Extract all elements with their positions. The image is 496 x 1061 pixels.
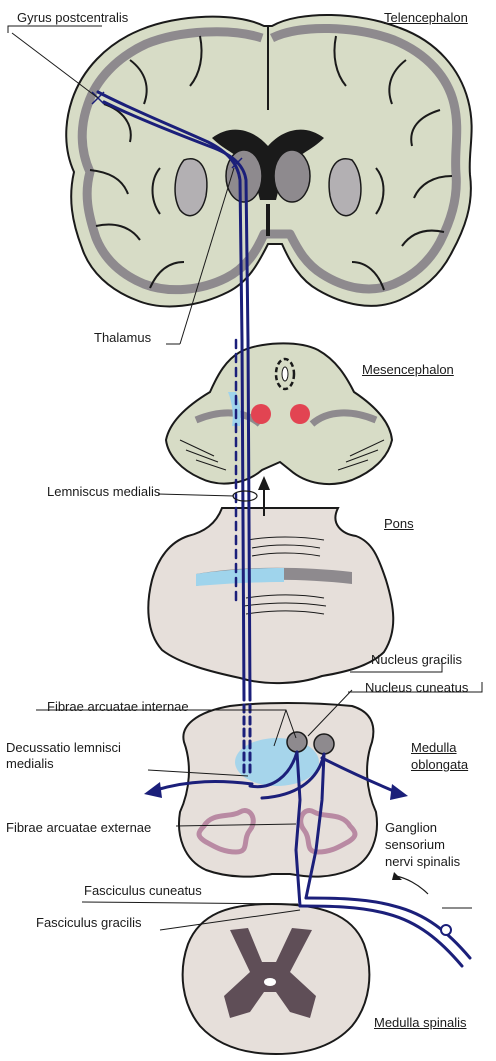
central-canal — [264, 978, 276, 986]
medulla-oblongata-section — [179, 703, 377, 877]
third-ventricle — [266, 204, 270, 236]
label-nucleus-gracilis: Nucleus gracilis — [371, 652, 462, 667]
thalamus-right — [274, 150, 310, 202]
nucleus-ruber-right — [290, 404, 310, 424]
nucleus-cuneatus-dot — [314, 734, 334, 754]
label-thalamus: Thalamus — [94, 330, 151, 345]
aqueduct-inner — [282, 367, 288, 381]
medulla-oblongata-outline — [179, 703, 377, 877]
label-pons: Pons — [384, 516, 414, 531]
label-decussatio-line1: Decussatio lemnisci — [6, 740, 121, 755]
label-fasciculus-gracilis: Fasciculus gracilis — [36, 915, 141, 930]
label-mesencephalon: Mesencephalon — [362, 362, 454, 377]
label-lemniscus-medialis: Lemniscus medialis — [47, 484, 160, 499]
ganglion-arrow — [396, 876, 428, 894]
label-nucleus-cuneatus: Nucleus cuneatus — [365, 680, 468, 695]
ascending-arrow-head — [258, 476, 270, 490]
label-medulla-spinalis: Medulla spinalis — [374, 1015, 467, 1030]
telencephalon-section — [66, 15, 471, 306]
label-fasciculus-cuneatus: Fasciculus cuneatus — [84, 883, 202, 898]
ganglion-cell — [441, 925, 451, 935]
pons-section — [148, 508, 393, 683]
label-ganglion-line2: sensorium — [385, 837, 445, 852]
label-ganglion-line3: nervi spinalis — [385, 854, 460, 869]
nucleus-ruber-left — [251, 404, 271, 424]
label-gyrus-postcentralis: Gyrus postcentralis — [17, 10, 128, 25]
medulla-spinalis-section — [183, 904, 370, 1054]
arrow-right — [390, 784, 408, 800]
label-decussatio-line2: medialis — [6, 756, 54, 771]
nucleus-gracilis-dot — [287, 732, 307, 752]
label-telencephalon: Telencephalon — [384, 10, 468, 25]
putamen-left — [175, 159, 207, 216]
mesencephalon-section — [166, 343, 392, 484]
ganglion-arrow-head — [392, 872, 402, 880]
label-medulla-oblongata-line1: Medulla — [411, 740, 457, 755]
label-fibrae-arcuatae-internae: Fibrae arcuatae internae — [47, 699, 189, 714]
putamen-right — [329, 159, 361, 216]
label-medulla-oblongata-line2: oblongata — [411, 757, 468, 772]
label-ganglion-line1: Ganglion — [385, 820, 437, 835]
label-fibrae-arcuatae-externae: Fibrae arcuatae externae — [6, 820, 151, 835]
arrow-left — [144, 782, 162, 798]
